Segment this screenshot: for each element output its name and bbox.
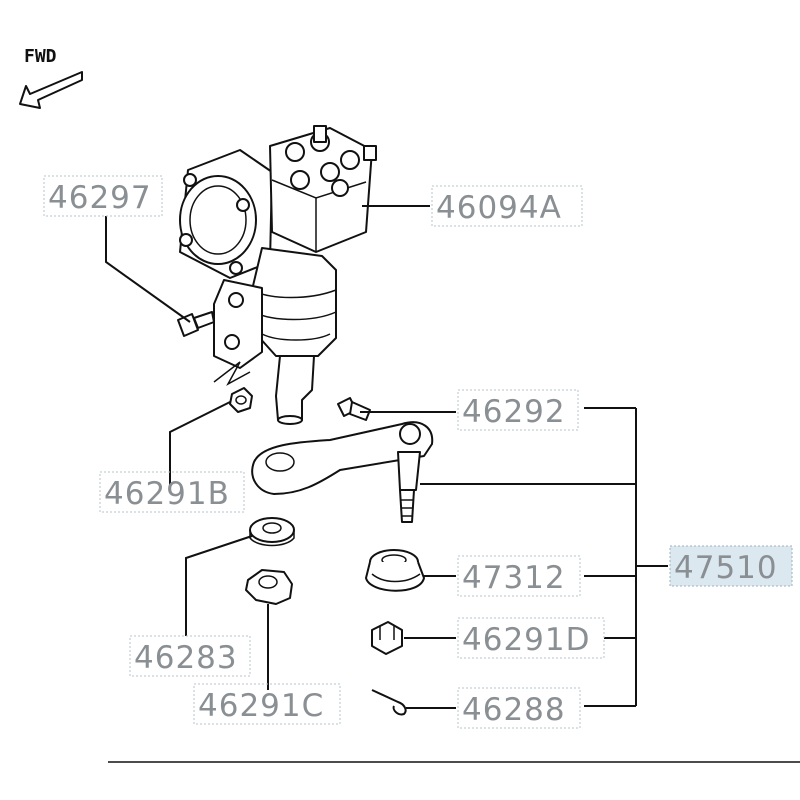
label-46291D[interactable]: 46291D — [457, 617, 605, 659]
fwd-indicator: FWD — [19, 46, 83, 109]
leader-lines — [105, 205, 668, 709]
label-46288[interactable]: 46288 — [457, 687, 581, 729]
fwd-arrow-icon — [19, 71, 83, 109]
idler-arm-assembly — [251, 421, 434, 523]
label-46291B-text: 46291B — [104, 476, 230, 512]
label-46291C[interactable]: 46291C — [193, 683, 341, 725]
label-46283-text: 46283 — [134, 640, 238, 676]
label-46094A[interactable]: 46094A — [431, 185, 583, 227]
part-46291B-nut — [213, 361, 253, 413]
label-46283[interactable]: 46283 — [129, 635, 251, 677]
label-46291D-text: 46291D — [462, 622, 591, 658]
part-46283-washer — [249, 517, 295, 547]
part-46288-cotter-pin — [371, 689, 407, 716]
part-47312-boot — [365, 549, 425, 592]
fwd-label: FWD — [24, 46, 57, 67]
label-46288-text: 46288 — [462, 692, 566, 728]
steering-gear-box — [179, 125, 377, 425]
label-47312-text: 47312 — [462, 560, 566, 596]
label-47510-text: 47510 — [674, 550, 778, 586]
label-46297-text: 46297 — [48, 180, 152, 216]
label-46292-text: 46292 — [462, 394, 566, 430]
label-46297[interactable]: 46297 — [43, 175, 163, 217]
part-46292-stud — [337, 397, 371, 421]
label-46291C-text: 46291C — [198, 688, 324, 724]
part-46291D-castle-nut — [371, 621, 403, 655]
label-47510[interactable]: 47510 — [669, 545, 793, 587]
label-46094A-text: 46094A — [436, 190, 562, 226]
label-46291B[interactable]: 46291B — [99, 471, 245, 513]
part-46297-bolt — [177, 311, 215, 337]
label-46292[interactable]: 46292 — [457, 389, 579, 431]
part-46291C-nut — [245, 569, 293, 605]
label-47312[interactable]: 47312 — [457, 555, 581, 597]
